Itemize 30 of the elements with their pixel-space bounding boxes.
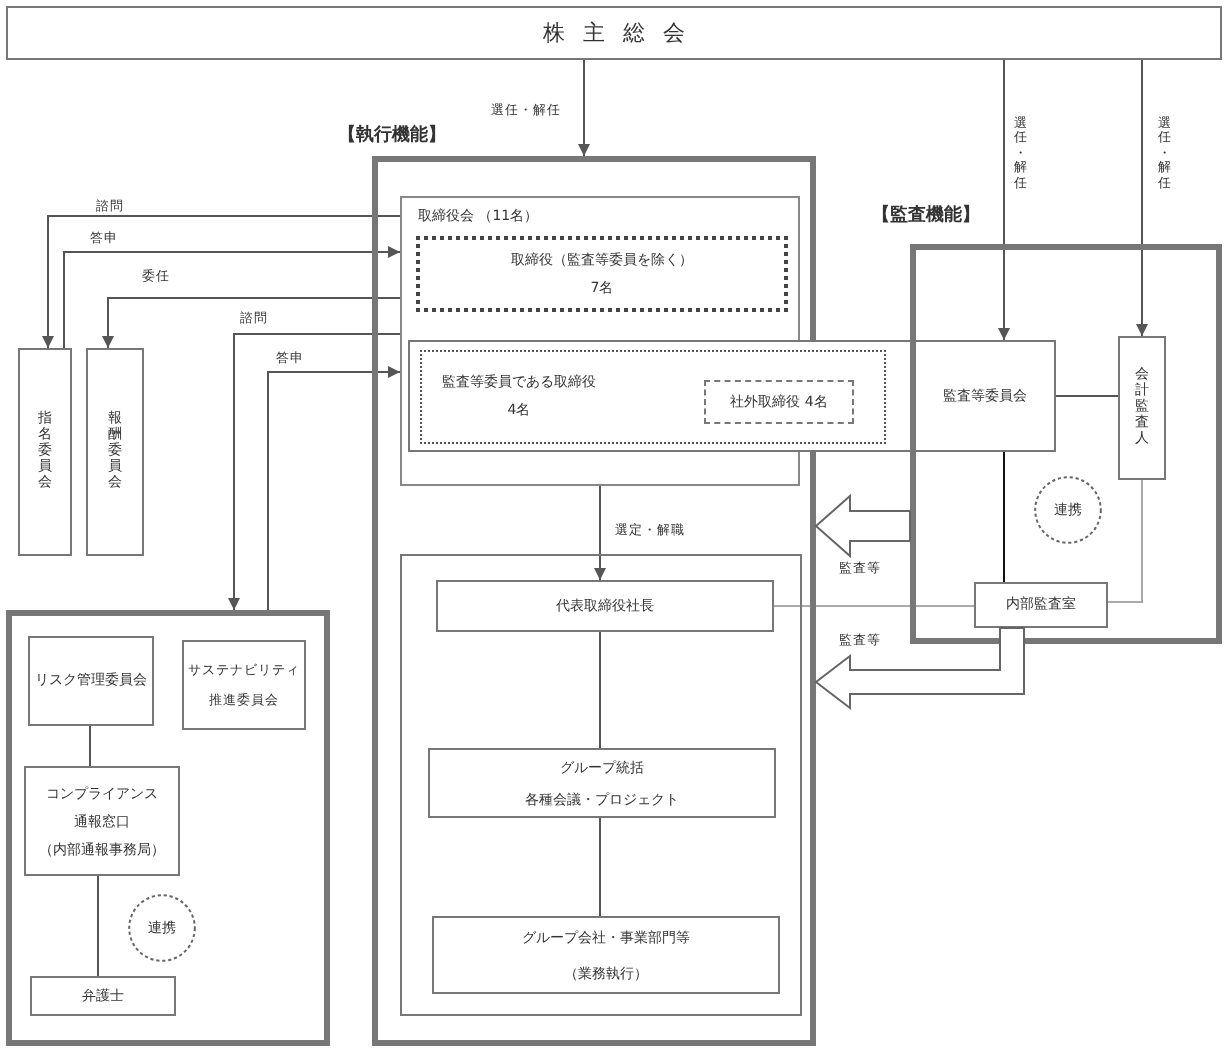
arrow: [998, 59, 1010, 341]
arrow: [578, 59, 590, 157]
connector-line: [89, 725, 91, 767]
connector-line: [97, 875, 99, 977]
block-arrow: [814, 627, 1025, 711]
connector-line: [1055, 395, 1119, 397]
meeting-box: 株主総会: [6, 6, 1222, 60]
section-heading: 【執行機能】: [338, 126, 446, 148]
compliance-box: [24, 766, 180, 876]
committee-frame: [6, 610, 330, 1046]
director-box: [416, 236, 788, 312]
arrow: [102, 297, 401, 349]
arrow: [1136, 59, 1148, 337]
director-box: [420, 350, 886, 444]
arrow: [63, 246, 401, 349]
group-box: [432, 916, 780, 994]
section-heading: 【監査機能】: [872, 206, 980, 228]
audit-committee-box: [408, 340, 1056, 452]
arrow: [228, 333, 401, 611]
connector-line: [773, 605, 975, 607]
connector-line: [599, 631, 601, 749]
arrow: [267, 366, 401, 611]
arrow: [594, 485, 606, 581]
connector-line: [1107, 479, 1143, 603]
connector-line: [599, 817, 601, 917]
execution-frame: [400, 554, 802, 1016]
group-box: [428, 748, 776, 818]
block-arrow: [814, 493, 911, 559]
arrow: [42, 215, 401, 349]
connector-line: [1003, 451, 1005, 583]
